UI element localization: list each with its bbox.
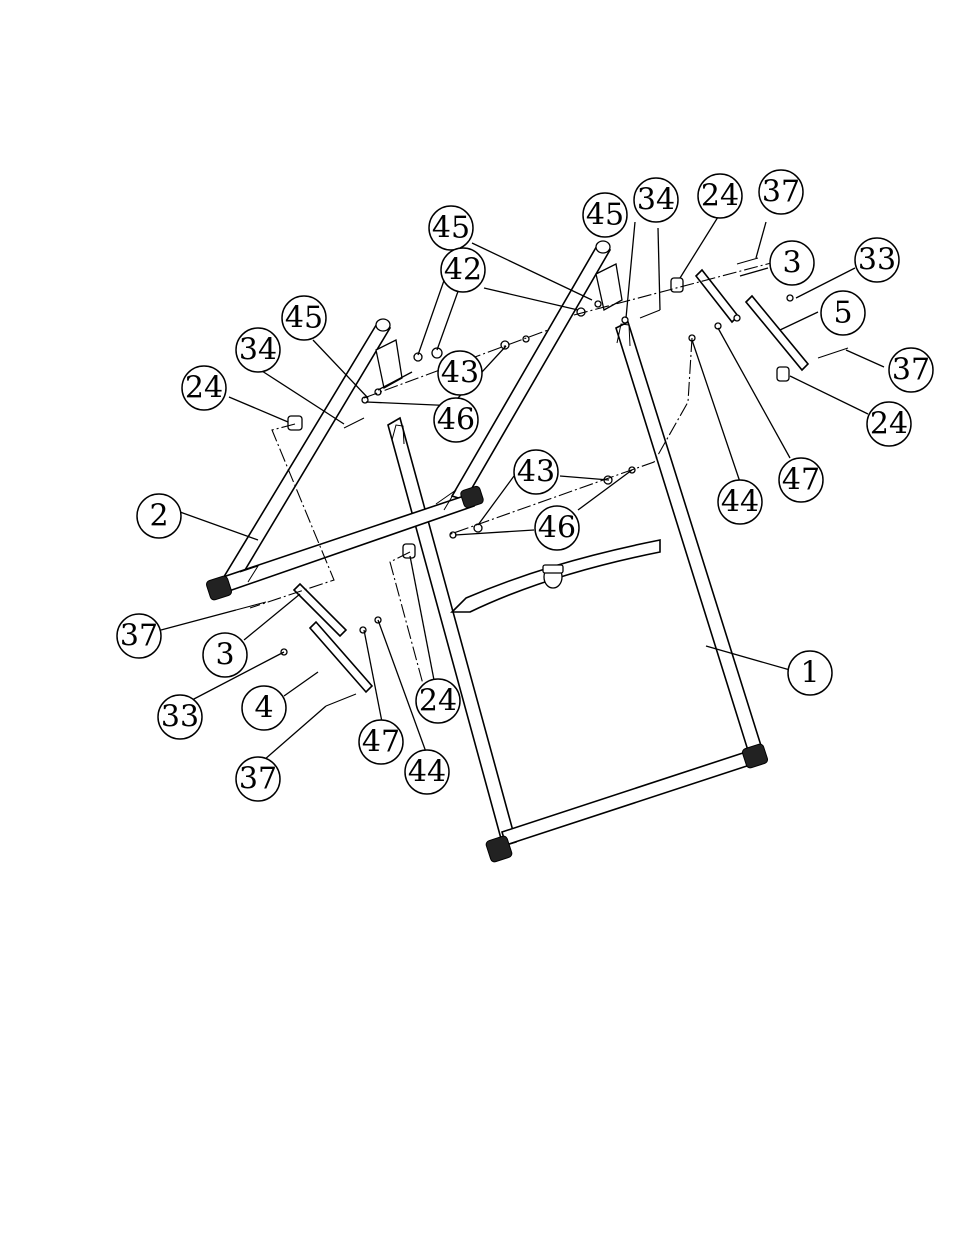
svg-text:24: 24 xyxy=(185,371,223,406)
callout-3: 3 xyxy=(202,632,248,678)
svg-text:47: 47 xyxy=(782,463,820,498)
svg-text:37: 37 xyxy=(120,619,158,654)
link-bar-3-upper xyxy=(696,270,738,322)
callout-37: 37 xyxy=(888,347,934,393)
callout-4: 4 xyxy=(241,685,287,731)
callout-46: 46 xyxy=(534,505,580,551)
callout-37: 37 xyxy=(116,613,162,659)
spacer-icon xyxy=(671,278,683,292)
bolt-icon xyxy=(640,310,660,318)
callout-34: 34 xyxy=(633,177,679,223)
svg-text:47: 47 xyxy=(362,725,400,760)
callout-43: 43 xyxy=(437,350,483,396)
svg-text:37: 37 xyxy=(892,353,930,388)
svg-text:42: 42 xyxy=(444,253,482,288)
callout-3: 3 xyxy=(769,240,815,286)
spacer-icon xyxy=(288,416,302,430)
leader-lines xyxy=(160,216,885,761)
svg-text:24: 24 xyxy=(419,684,457,719)
svg-text:34: 34 xyxy=(637,183,675,218)
callout-33: 33 xyxy=(854,237,900,283)
svg-text:3: 3 xyxy=(215,638,234,673)
spacer-icon xyxy=(777,367,789,381)
callout-47: 47 xyxy=(358,719,404,765)
callout-45: 45 xyxy=(281,295,327,341)
svg-text:37: 37 xyxy=(762,175,800,210)
callout-5: 5 xyxy=(820,290,866,336)
svg-text:2: 2 xyxy=(149,499,168,534)
callout-43: 43 xyxy=(513,449,559,495)
svg-text:46: 46 xyxy=(538,511,576,546)
callout-24: 24 xyxy=(866,401,912,447)
bolt-icon xyxy=(737,258,758,264)
callout-24: 24 xyxy=(697,173,743,219)
foot-cap-icon xyxy=(485,835,513,863)
bolt-icon xyxy=(344,418,364,428)
svg-text:4: 4 xyxy=(254,691,273,726)
svg-text:1: 1 xyxy=(800,656,819,691)
svg-text:5: 5 xyxy=(833,296,852,331)
svg-text:33: 33 xyxy=(161,700,199,735)
svg-text:24: 24 xyxy=(870,407,908,442)
foot-cap-icon xyxy=(205,575,232,601)
callout-24: 24 xyxy=(415,678,461,724)
spacer-icon xyxy=(403,544,415,558)
bolt-icon xyxy=(326,694,356,706)
callout-46: 46 xyxy=(433,397,479,443)
bolt-icon xyxy=(818,348,848,358)
svg-text:43: 43 xyxy=(517,455,555,490)
callout-44: 44 xyxy=(717,479,763,525)
svg-text:33: 33 xyxy=(858,243,896,278)
svg-text:44: 44 xyxy=(408,755,446,790)
link-bar-3-lower xyxy=(294,584,346,636)
callout-47: 47 xyxy=(778,457,824,503)
link-bar-4 xyxy=(310,622,372,692)
svg-text:24: 24 xyxy=(701,179,739,214)
link-bar-5 xyxy=(746,296,808,370)
svg-text:46: 46 xyxy=(437,403,475,438)
svg-text:45: 45 xyxy=(432,211,470,246)
callout-1: 1 xyxy=(787,650,833,696)
foot-cap-icon xyxy=(741,743,768,769)
svg-text:3: 3 xyxy=(782,246,801,281)
callout-37: 37 xyxy=(235,756,281,802)
svg-text:37: 37 xyxy=(239,762,277,797)
svg-text:45: 45 xyxy=(586,198,624,233)
callout-2: 2 xyxy=(136,493,182,539)
callout-44: 44 xyxy=(404,749,450,795)
callout-45: 45 xyxy=(428,205,474,251)
callout-42: 42 xyxy=(440,247,486,293)
svg-text:45: 45 xyxy=(285,301,323,336)
callout-37: 37 xyxy=(758,169,804,215)
callout-45: 45 xyxy=(582,192,628,238)
svg-text:34: 34 xyxy=(239,333,277,368)
foot-cap-icon xyxy=(460,485,485,508)
callouts: 45 42 45 34 24 37 3 33 5 37 24 47 44 45 … xyxy=(116,169,934,802)
callout-34: 34 xyxy=(235,327,281,373)
bolt-icon xyxy=(236,602,266,610)
callout-33: 33 xyxy=(157,694,203,740)
svg-text:43: 43 xyxy=(441,356,479,391)
callout-24: 24 xyxy=(181,365,227,411)
svg-text:44: 44 xyxy=(721,485,759,520)
